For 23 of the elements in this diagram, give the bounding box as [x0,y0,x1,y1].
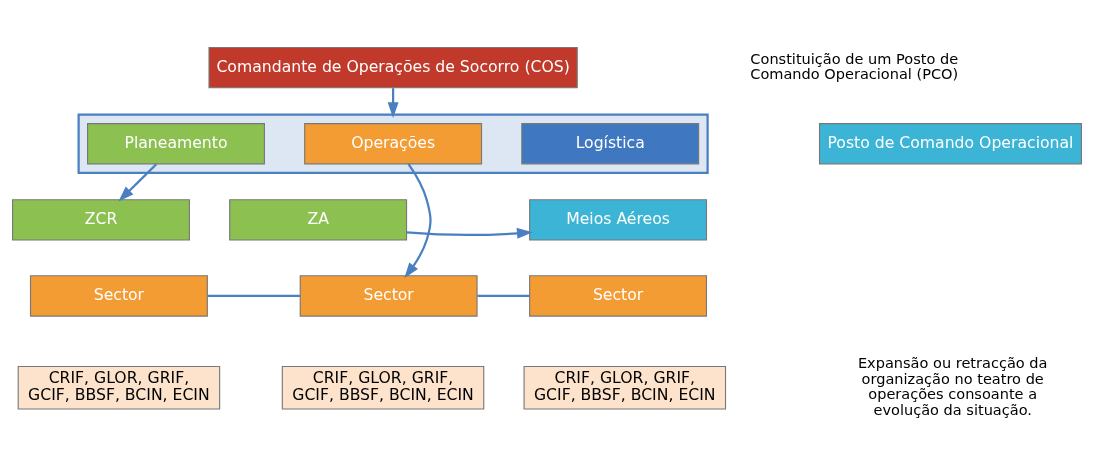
node-box: Posto de Comando Operacional [818,122,1082,164]
node-box: Operações [304,122,483,164]
node-box: CRIF, GLOR, GRIF, GCIF, BBSF, BCIN, ECIN [17,365,221,410]
node-box: CRIF, GLOR, GRIF, GCIF, BBSF, BCIN, ECIN [523,365,727,410]
connector [477,294,530,297]
cluster [77,113,709,174]
arrow [387,87,399,118]
node-box: Sector [29,274,208,317]
node-box: ZCR [12,198,190,241]
node-box: Logística [521,122,700,164]
node-box: CRIF, GLOR, GRIF, GCIF, BBSF, BCIN, ECIN [281,365,485,410]
label: Constituição de um Posto de Comando Operacional (PCO) [750,50,959,82]
node-box: Meios Aéreos [529,198,708,241]
node-box: Planeamento [87,122,265,164]
arrow [118,162,158,202]
arrow [404,162,432,278]
label: Expansão ou retracção da organização no teatro de operações consoante a evolução da situação. [857,354,1048,418]
node-box: Comandante de Operações de Socorro (COS) [208,46,578,88]
connector [207,294,301,297]
node-box: Sector [529,274,708,317]
arrow [406,227,533,239]
node-box: Sector [299,274,478,317]
node-box: ZA [229,198,408,241]
